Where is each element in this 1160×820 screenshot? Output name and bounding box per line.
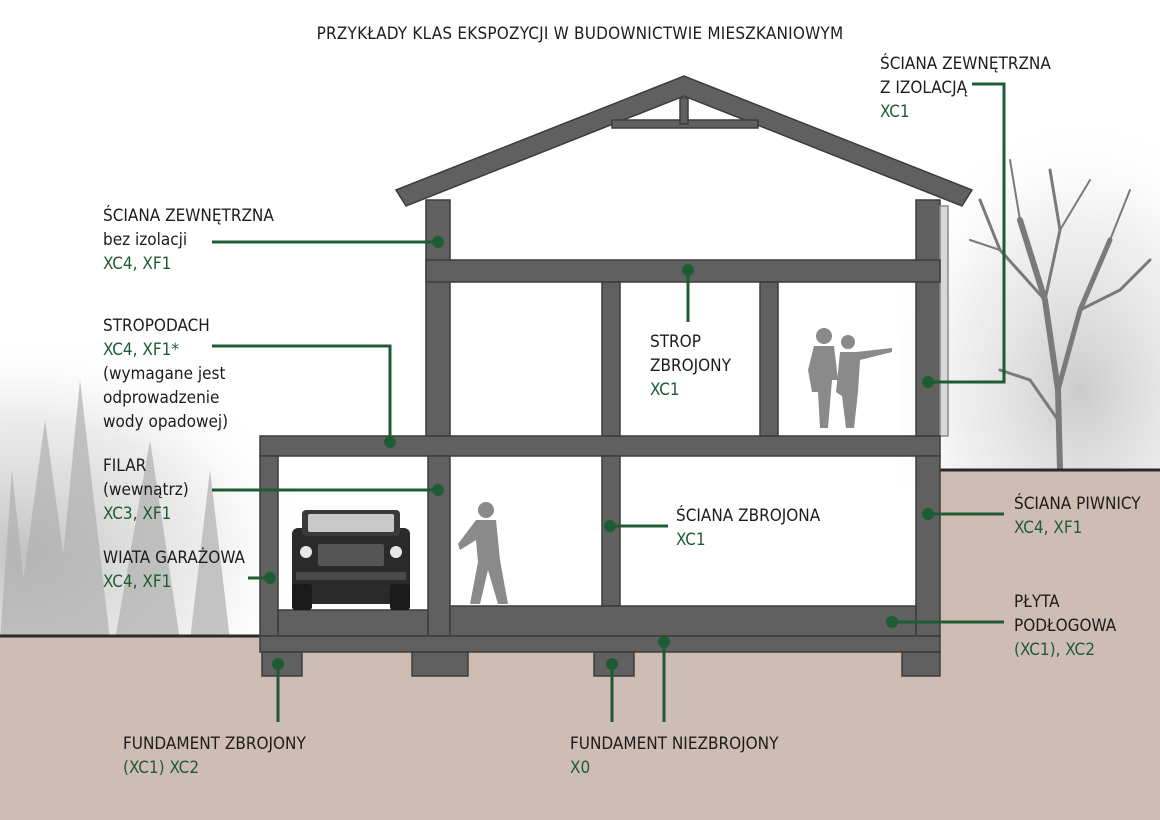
bottom-slab bbox=[259, 635, 941, 653]
label-line: FUNDAMENT NIEZBROJONY bbox=[570, 734, 779, 754]
label-line: (wewnątrz) bbox=[103, 480, 189, 500]
upper-column-1 bbox=[601, 281, 621, 437]
exposure-class: XC1 bbox=[880, 102, 910, 122]
car bbox=[292, 510, 410, 610]
label-line: PODŁOGOWA bbox=[1014, 616, 1117, 636]
label-pillar: FILAR (wewnątrz) XC3, XF1 bbox=[103, 454, 189, 526]
foundation-4 bbox=[901, 651, 941, 677]
tree-right bbox=[969, 159, 1152, 473]
leader-lines bbox=[212, 82, 1006, 722]
floor-slab bbox=[449, 605, 917, 637]
exposure-class: XC3, XF1 bbox=[103, 504, 172, 524]
people-upstairs bbox=[808, 328, 892, 428]
label-line: STROPODACH bbox=[103, 316, 210, 336]
garage-floor bbox=[277, 609, 429, 637]
leader-wall-ext-insulated bbox=[928, 82, 1006, 384]
upper-wall-right bbox=[915, 199, 941, 437]
label-carport: WIATA GARAŻOWA XC4, XF1 bbox=[103, 546, 245, 594]
label-line: WIATA GARAŻOWA bbox=[103, 548, 245, 568]
label-line: ZBROJONY bbox=[650, 356, 731, 376]
ground-right bbox=[940, 470, 1160, 820]
ground-wall-left bbox=[427, 455, 451, 637]
exposure-class: (XC1) XC2 bbox=[123, 758, 200, 778]
ground bbox=[0, 636, 260, 820]
label-line: PŁYTA bbox=[1014, 592, 1060, 612]
label-line: ŚCIANA ZEWNĘTRZNA bbox=[880, 54, 1051, 74]
label-unreinforced-foundation: FUNDAMENT NIEZBROJONY X0 bbox=[570, 732, 778, 780]
label-roof-slab: STROPODACH XC4, XF1* (wymagane jest odpr… bbox=[103, 314, 228, 434]
leader-dots bbox=[264, 236, 934, 670]
exposure-class: XC4, XF1 bbox=[1014, 518, 1083, 538]
label-note: odprowadzenie bbox=[103, 388, 220, 408]
label-line: bez izolacji bbox=[103, 230, 188, 250]
person-walking bbox=[458, 502, 508, 604]
label-line: FILAR bbox=[103, 456, 147, 476]
exposure-class: XC4, XF1 bbox=[103, 254, 172, 274]
label-wall-ext-no-insulation: ŚCIANA ZEWNĘTRZNA bez izolacji XC4, XF1 bbox=[103, 204, 274, 276]
label-note: (wymagane jest bbox=[103, 364, 226, 384]
label-line: ŚCIANA ZBROJONA bbox=[676, 506, 821, 526]
structure bbox=[259, 75, 974, 677]
label-basement-wall: ŚCIANA PIWNICY XC4, XF1 bbox=[1014, 492, 1141, 540]
label-note: wody opadowej) bbox=[103, 412, 229, 432]
leader-roof-slab bbox=[212, 344, 392, 442]
trees-left bbox=[0, 380, 230, 640]
ground-wall-right bbox=[915, 455, 941, 637]
label-line: Z IZOLACJĄ bbox=[880, 78, 968, 98]
upper-wall-left bbox=[425, 199, 451, 437]
exposure-class: XC4, XF1* bbox=[103, 340, 180, 360]
upper-column-2 bbox=[759, 281, 779, 437]
exposure-class: XC1 bbox=[676, 530, 706, 550]
label-reinforced-ceiling: STROP ZBROJONY XC1 bbox=[650, 330, 731, 402]
exposure-class: (XC1), XC2 bbox=[1014, 640, 1095, 660]
label-line: ŚCIANA ZEWNĘTRZNA bbox=[103, 206, 274, 226]
middle-slab bbox=[259, 435, 941, 457]
label-wall-ext-insulated: ŚCIANA ZEWNĘTRZNA Z IZOLACJĄ XC1 bbox=[880, 52, 1051, 124]
label-line: FUNDAMENT ZBROJONY bbox=[123, 734, 306, 754]
exposure-class: XC1 bbox=[650, 380, 680, 400]
diagram-title: PRZYKŁADY KLAS EKSPOZYCJI W BUDOWNICTWIE… bbox=[316, 24, 844, 44]
label-floor-slab: PŁYTA PODŁOGOWA (XC1), XC2 bbox=[1014, 590, 1116, 662]
label-reinforced-wall: ŚCIANA ZBROJONA XC1 bbox=[676, 504, 820, 552]
foundation-2 bbox=[411, 651, 469, 677]
carport-pillar bbox=[259, 455, 279, 637]
exposure-class: XC4, XF1 bbox=[103, 572, 172, 592]
label-line: ŚCIANA PIWNICY bbox=[1014, 494, 1141, 514]
roof bbox=[394, 75, 974, 207]
upper-wall-right-insulation bbox=[939, 205, 949, 437]
exposure-class: X0 bbox=[570, 758, 591, 778]
label-line: STROP bbox=[650, 332, 701, 352]
label-reinforced-foundation: FUNDAMENT ZBROJONY (XC1) XC2 bbox=[123, 732, 306, 780]
roof-truss-king bbox=[679, 97, 689, 125]
